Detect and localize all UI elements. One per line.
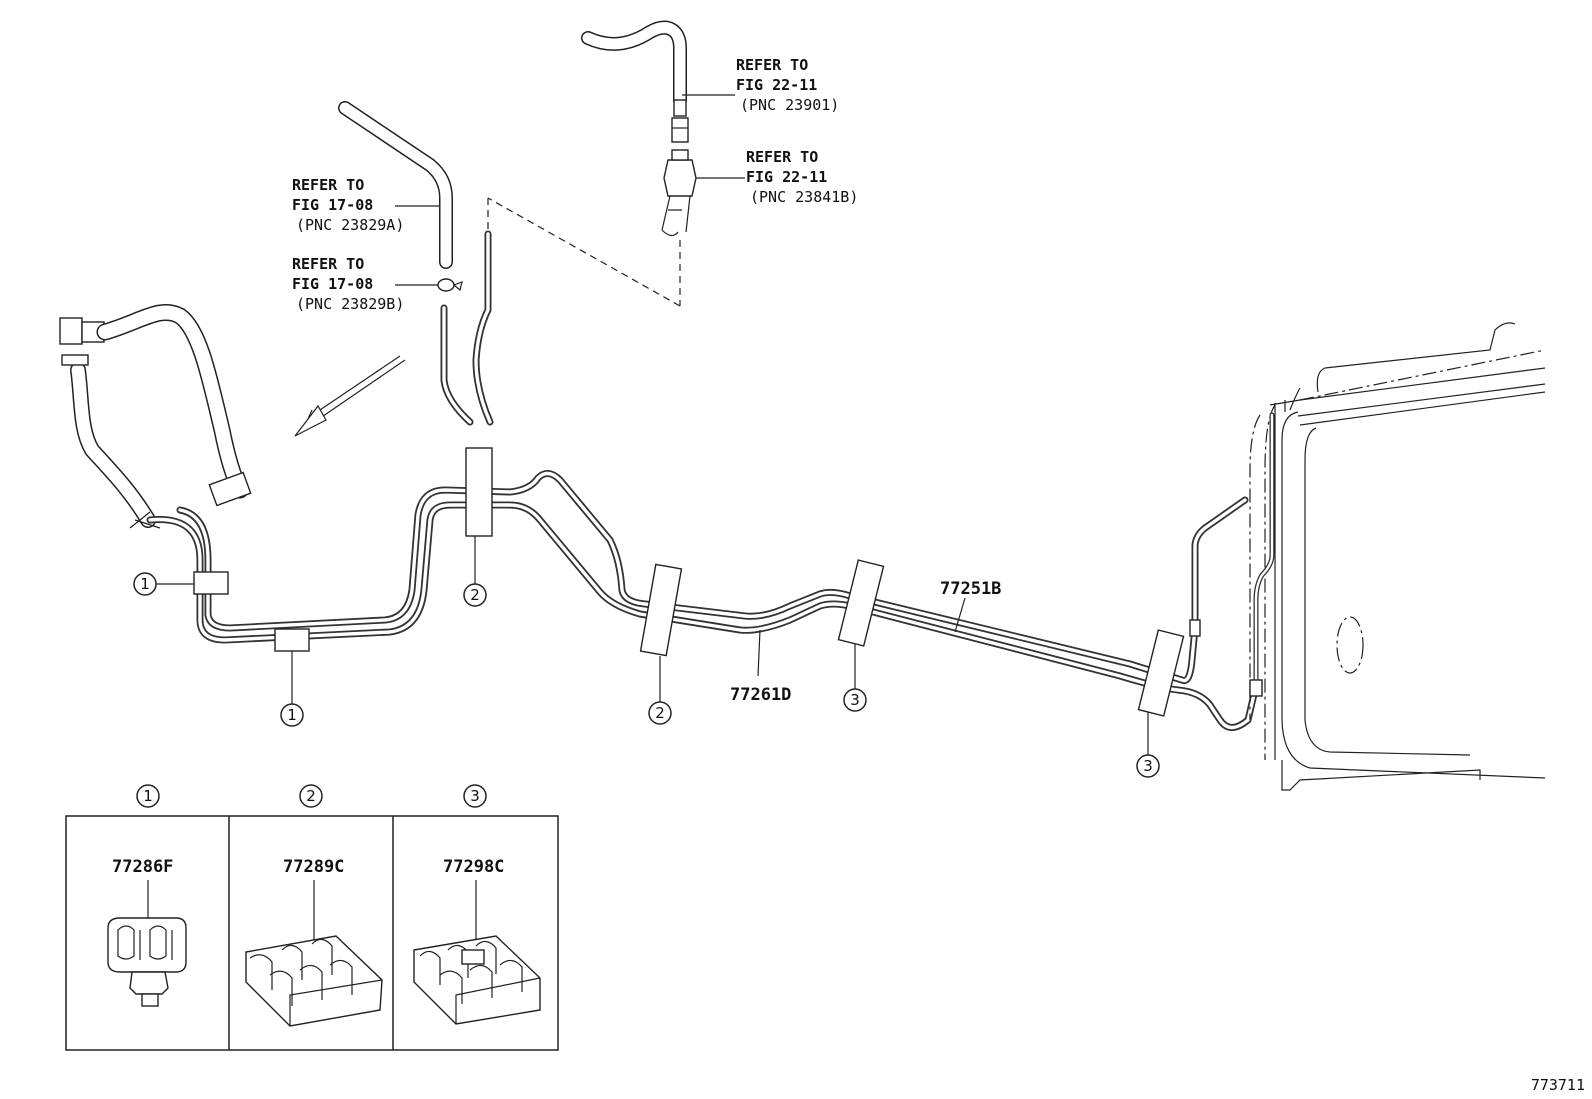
- vent-hose-assembly: [487, 20, 697, 307]
- legend-number: 3: [470, 787, 480, 805]
- legend-number: 1: [143, 787, 153, 805]
- ref-line1: REFER TO: [292, 176, 364, 194]
- legend-circle-2: [299, 784, 323, 808]
- clamp-77289c-illustration: [245, 880, 383, 1027]
- clamp-77298c-illustration: [413, 880, 541, 1025]
- ref-line2: FIG 22-11: [736, 76, 817, 94]
- legend-part-77298c: 77298C: [443, 857, 504, 877]
- clamp-3a: [837, 559, 885, 647]
- callout-number: 1: [287, 706, 297, 724]
- figure-id: 773711: [1531, 1076, 1585, 1094]
- clamp-2a: [465, 447, 493, 537]
- upper-hose-17-08: [338, 101, 494, 426]
- ref-line3: (PNC 23829A): [296, 216, 404, 234]
- callout-number: 2: [655, 704, 665, 722]
- legend-part-77286f: 77286F: [112, 857, 173, 877]
- ref-line1: REFER TO: [746, 148, 818, 166]
- legend-number: 2: [306, 787, 316, 805]
- callout-circle-2: [463, 583, 487, 607]
- ref-line1: REFER TO: [736, 56, 808, 74]
- clamp-3b: [1137, 629, 1185, 717]
- reference-17-08-23829b: REFER TO FIG 17-08 (PNC 23829B): [292, 255, 404, 313]
- ref-line3: (PNC 23901): [740, 96, 839, 114]
- callout-number: 2: [470, 586, 480, 604]
- reference-17-08-23829a: REFER TO FIG 17-08 (PNC 23829A): [292, 176, 404, 234]
- ref-line2: FIG 17-08: [292, 275, 373, 293]
- filler-hose-left: [59, 303, 252, 529]
- ref-line2: FIG 17-08: [292, 196, 373, 214]
- direction-arrow: [294, 355, 406, 437]
- legend-part-77289c: 77289C: [283, 857, 344, 877]
- clamp-legend: 1 2 3 77286F 77289C 77298C: [65, 784, 559, 1051]
- ref-line3: (PNC 23841B): [750, 188, 858, 206]
- callout-circle-2: [648, 701, 672, 725]
- callout-circle-1: [133, 572, 157, 596]
- legend-circle-3: [463, 784, 487, 808]
- legend-circle-1: [136, 784, 160, 808]
- reference-22-11-23841b: REFER TO FIG 22-11 (PNC 23841B): [746, 148, 858, 206]
- fuel-tubes-main: [146, 470, 1259, 731]
- callout-circle-1: [280, 703, 304, 727]
- callout-number: 3: [850, 691, 860, 709]
- clamp-1a: [193, 571, 229, 595]
- callout-circle-3: [1136, 754, 1160, 778]
- ref-line3: (PNC 23829B): [296, 295, 404, 313]
- reference-22-11-23901: REFER TO FIG 22-11 (PNC 23901): [736, 56, 839, 114]
- callout-number: 3: [1143, 757, 1153, 775]
- tube-label-77251b: 77251B: [940, 579, 1001, 599]
- clamp-2b: [639, 563, 683, 657]
- tube-label-77261d: 77261D: [730, 685, 791, 705]
- callout-number: 1: [140, 575, 150, 593]
- clamp-77286f-illustration: [107, 880, 187, 1007]
- vehicle-body-outline: [1189, 322, 1546, 791]
- ref-line2: FIG 22-11: [746, 168, 827, 186]
- clamp-1b: [274, 628, 310, 652]
- callout-circle-3: [843, 688, 867, 712]
- ref-line1: REFER TO: [292, 255, 364, 273]
